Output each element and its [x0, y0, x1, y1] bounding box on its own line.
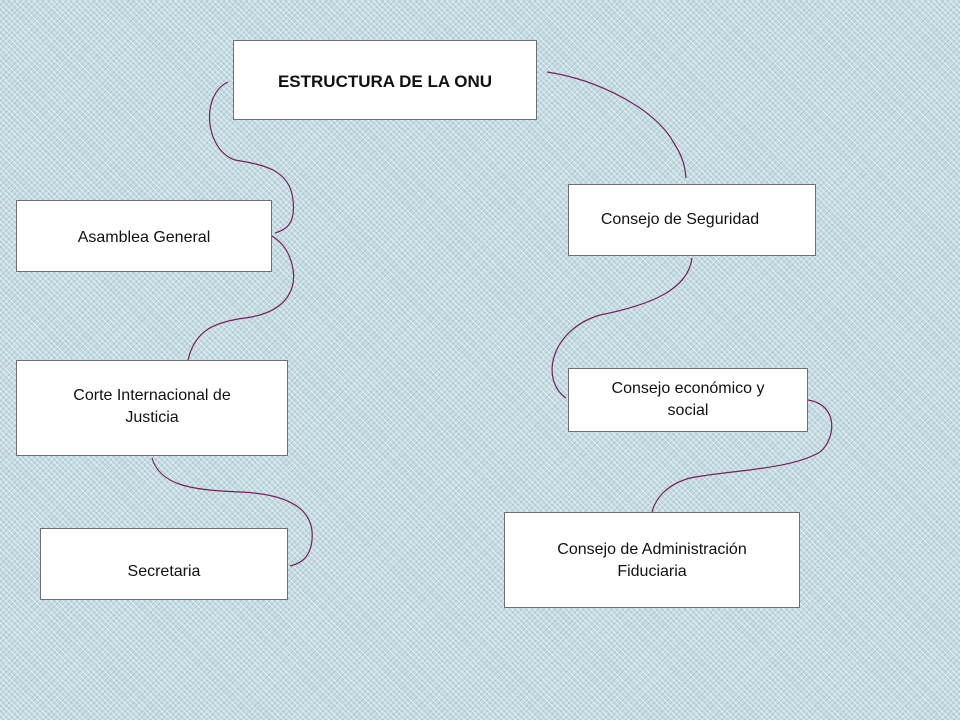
node-consejo-economico: Consejo económico y social [568, 368, 808, 432]
node-label: Consejo de Administración Fiduciaria [557, 541, 747, 580]
node-label: Secretaria [127, 563, 201, 580]
node-consejo-seguridad: Consejo de Seguridad [568, 184, 816, 256]
node-consejo-fiduciaria: Consejo de Administración Fiduciaria [504, 512, 800, 608]
node-corte-internacional: Corte Internacional de Justicia [16, 360, 288, 456]
node-label: Consejo económico y social [611, 380, 765, 419]
node-label: Asamblea General [77, 229, 211, 246]
node-label: Consejo de Seguridad [600, 211, 760, 228]
node-asamblea-general: Asamblea General [16, 200, 272, 272]
title-box: ESTRUCTURA DE LA ONU [233, 40, 537, 120]
node-label: Corte Internacional de Justicia [73, 387, 231, 426]
connector-title-seguridad [546, 71, 687, 179]
node-secretaria: Secretaria [40, 528, 288, 600]
diagram-title: ESTRUCTURA DE LA ONU [277, 72, 493, 91]
